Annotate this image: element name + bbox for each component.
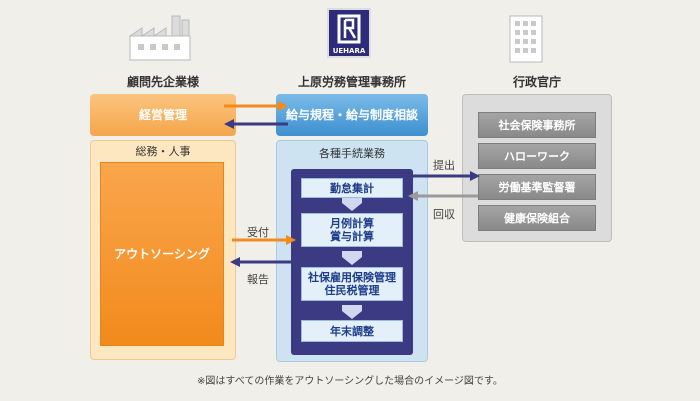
collect-label: 回収 bbox=[433, 208, 455, 221]
management-box: 経営管理 bbox=[90, 94, 236, 136]
step-insurance-tax: 社保雇用保険管理 住民税管理 bbox=[301, 267, 403, 301]
chevron-down-icon bbox=[342, 305, 362, 319]
received-label: 受付 bbox=[247, 226, 269, 239]
arrow-left-icon bbox=[230, 257, 294, 267]
agency-hello-work: ハローワーク bbox=[478, 143, 596, 169]
arrow-left-icon bbox=[408, 191, 478, 201]
step-insurance-line2: 住民税管理 bbox=[324, 284, 380, 297]
logo-emblem-icon bbox=[337, 14, 361, 44]
step-payroll-line2: 賞与計算 bbox=[330, 230, 374, 243]
report-label: 報告 bbox=[247, 273, 269, 286]
general-affairs-title: 総務・人事 bbox=[135, 145, 191, 158]
arrow-left-icon bbox=[224, 119, 288, 129]
footnote: ※図はすべての作業をアウトソーシングした場合のイメージ図です。 bbox=[197, 376, 503, 387]
procedures-title: 各種手続業務 bbox=[319, 147, 385, 160]
agency-labor-standards: 労働基準監督署 bbox=[478, 174, 596, 200]
step-payroll: 月例計算 賞与計算 bbox=[301, 213, 403, 247]
logo-text: UEHARA bbox=[332, 47, 366, 55]
step-attendance: 勤怠集計 bbox=[301, 178, 403, 198]
arrow-right-icon bbox=[224, 101, 288, 111]
agency-social-insurance: 社会保険事務所 bbox=[478, 112, 596, 138]
step-attendance-label: 勤怠集計 bbox=[330, 181, 374, 195]
factory-icon bbox=[128, 15, 191, 61]
submit-label: 提出 bbox=[433, 159, 455, 172]
step-payroll-line1: 月例計算 bbox=[330, 217, 374, 230]
chevron-down-icon bbox=[342, 197, 362, 211]
step-insurance-line1: 社保雇用保険管理 bbox=[308, 271, 396, 284]
step-year-end-label: 年末調整 bbox=[330, 324, 374, 338]
agency-health-insurance: 健康保険組合 bbox=[478, 205, 596, 231]
arrow-right-icon bbox=[410, 171, 480, 181]
step-year-end: 年末調整 bbox=[301, 320, 403, 342]
office-title: 上原労務管理事務所 bbox=[297, 74, 406, 89]
government-title: 行政官庁 bbox=[512, 74, 561, 89]
arrow-right-icon bbox=[232, 235, 296, 245]
government-building-icon bbox=[509, 15, 543, 63]
chevron-down-icon bbox=[342, 251, 362, 265]
payroll-consulting-box: 給与規程・給与制度相談 bbox=[276, 94, 428, 136]
outsourcing-box: アウトソーシング bbox=[100, 162, 224, 346]
flow-chevrons bbox=[342, 197, 362, 319]
uehara-logo: UEHARA bbox=[327, 8, 371, 58]
client-title: 顧問先企業様 bbox=[126, 74, 199, 89]
